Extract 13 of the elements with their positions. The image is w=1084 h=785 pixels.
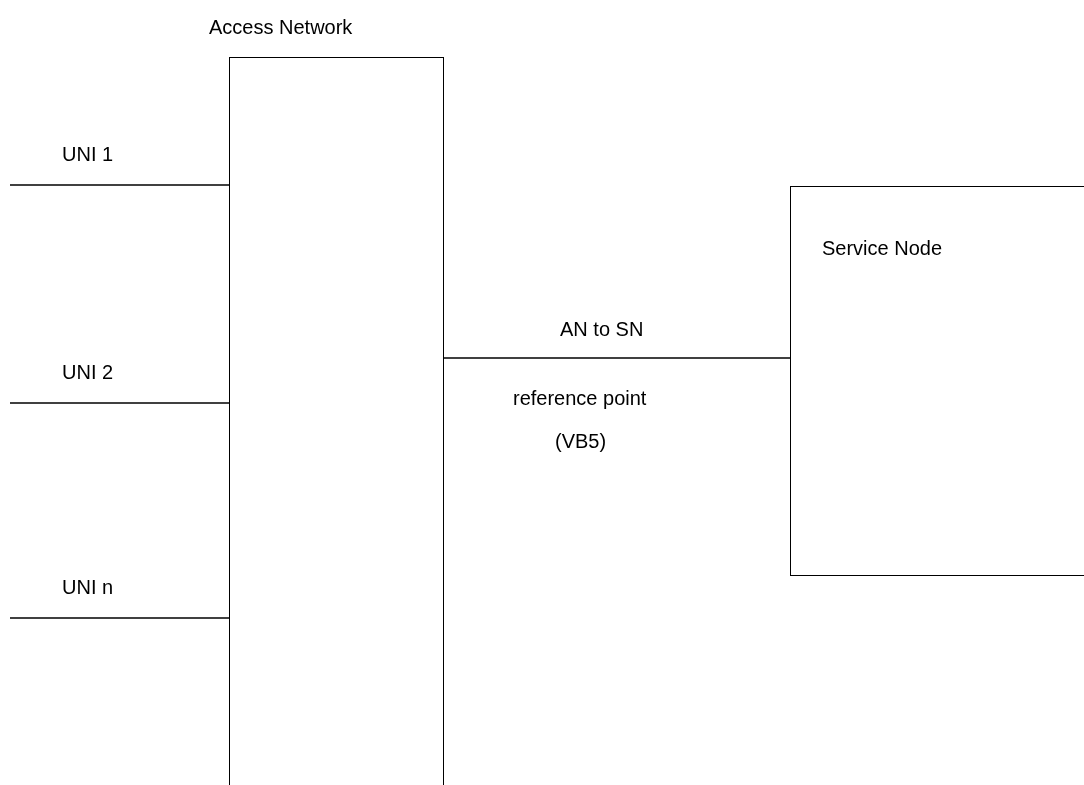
node-title: Access Network <box>209 16 353 39</box>
edge-label: UNI n <box>62 576 114 599</box>
connector-line <box>443 357 791 359</box>
connector-line <box>9 402 230 404</box>
edge-label: AN to SN <box>560 318 644 341</box>
connector-line <box>9 617 230 619</box>
node-title: Service Node <box>822 237 943 260</box>
connector-line <box>9 184 230 186</box>
edge-label: UNI 2 <box>62 361 114 384</box>
edge-label: UNI 1 <box>62 143 114 166</box>
note-text: (VB5) <box>555 430 607 453</box>
block-box <box>790 186 1084 576</box>
note-text: reference point <box>513 387 647 410</box>
